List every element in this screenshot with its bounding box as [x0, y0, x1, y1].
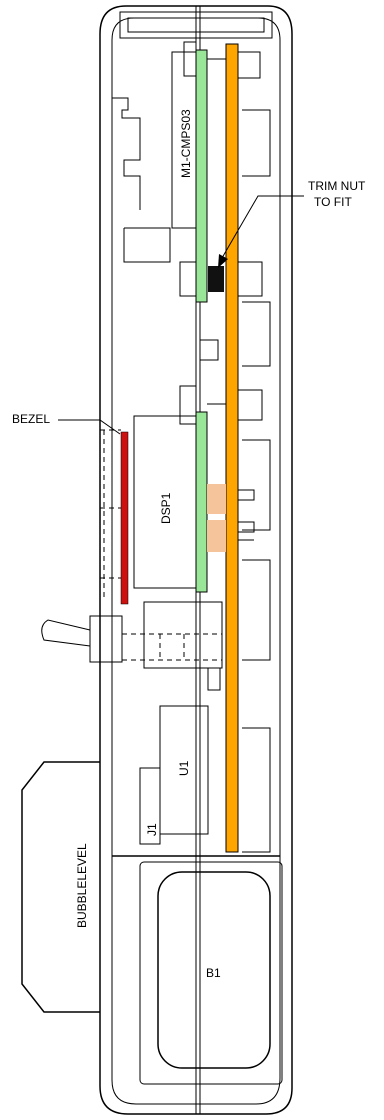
standoff-middle — [179, 261, 263, 297]
top-cap-inner — [127, 17, 265, 33]
dsp1-label: DSP1 — [159, 492, 173, 524]
bezel-dashed-outline — [100, 429, 121, 600]
enclosure-inner-shell — [111, 17, 281, 1105]
j1-connector — [139, 767, 161, 845]
connector-lower — [207, 520, 226, 552]
right-rib-4 — [242, 559, 271, 661]
right-rib-3 — [242, 439, 271, 531]
connector-pins — [238, 489, 255, 541]
trim-nut-leader — [221, 195, 304, 259]
top-cap — [119, 11, 273, 39]
j1-label: J1 — [145, 823, 159, 836]
toggle-body — [143, 601, 223, 669]
standoff-top — [183, 41, 261, 79]
bezel-leader — [58, 419, 121, 435]
connector-upper — [207, 484, 226, 514]
green-board-top — [195, 49, 208, 303]
bezel-label: BEZEL — [12, 412, 50, 426]
m1-cmps03-label: M1-CMPS03 — [179, 109, 193, 178]
right-rib-1 — [242, 109, 271, 177]
orange-main-board — [225, 43, 239, 853]
standoff-dsp — [179, 385, 263, 425]
trim-nut-label-line2: TO FIT — [314, 195, 352, 209]
dsp1-display — [133, 415, 197, 589]
right-rib-5 — [242, 727, 271, 853]
green-board-dsp — [195, 411, 208, 593]
trim-nut-arrowhead — [218, 254, 228, 268]
toggle-lever — [41, 619, 91, 647]
enclosure-outer-shell — [99, 5, 293, 1115]
bezel-bar — [120, 431, 129, 605]
u1-label: U1 — [177, 760, 191, 776]
toggle-mount — [207, 667, 221, 691]
left-rib-upper — [112, 97, 141, 210]
b1-label: B1 — [206, 966, 221, 980]
left-rib-middle — [123, 227, 171, 263]
toggle-nut — [89, 615, 123, 663]
bubble-level-label: BUBBLELEVEL — [75, 843, 89, 928]
battery-b1-holder — [139, 861, 283, 1085]
trim-nut-label-line1: TRIM NUT — [308, 179, 366, 193]
battery-b1 — [157, 871, 271, 1069]
center-rib — [200, 339, 219, 361]
bubble-level-body — [21, 761, 100, 1013]
right-rib-2 — [242, 301, 271, 367]
toggle-dashed-outline — [122, 633, 222, 661]
